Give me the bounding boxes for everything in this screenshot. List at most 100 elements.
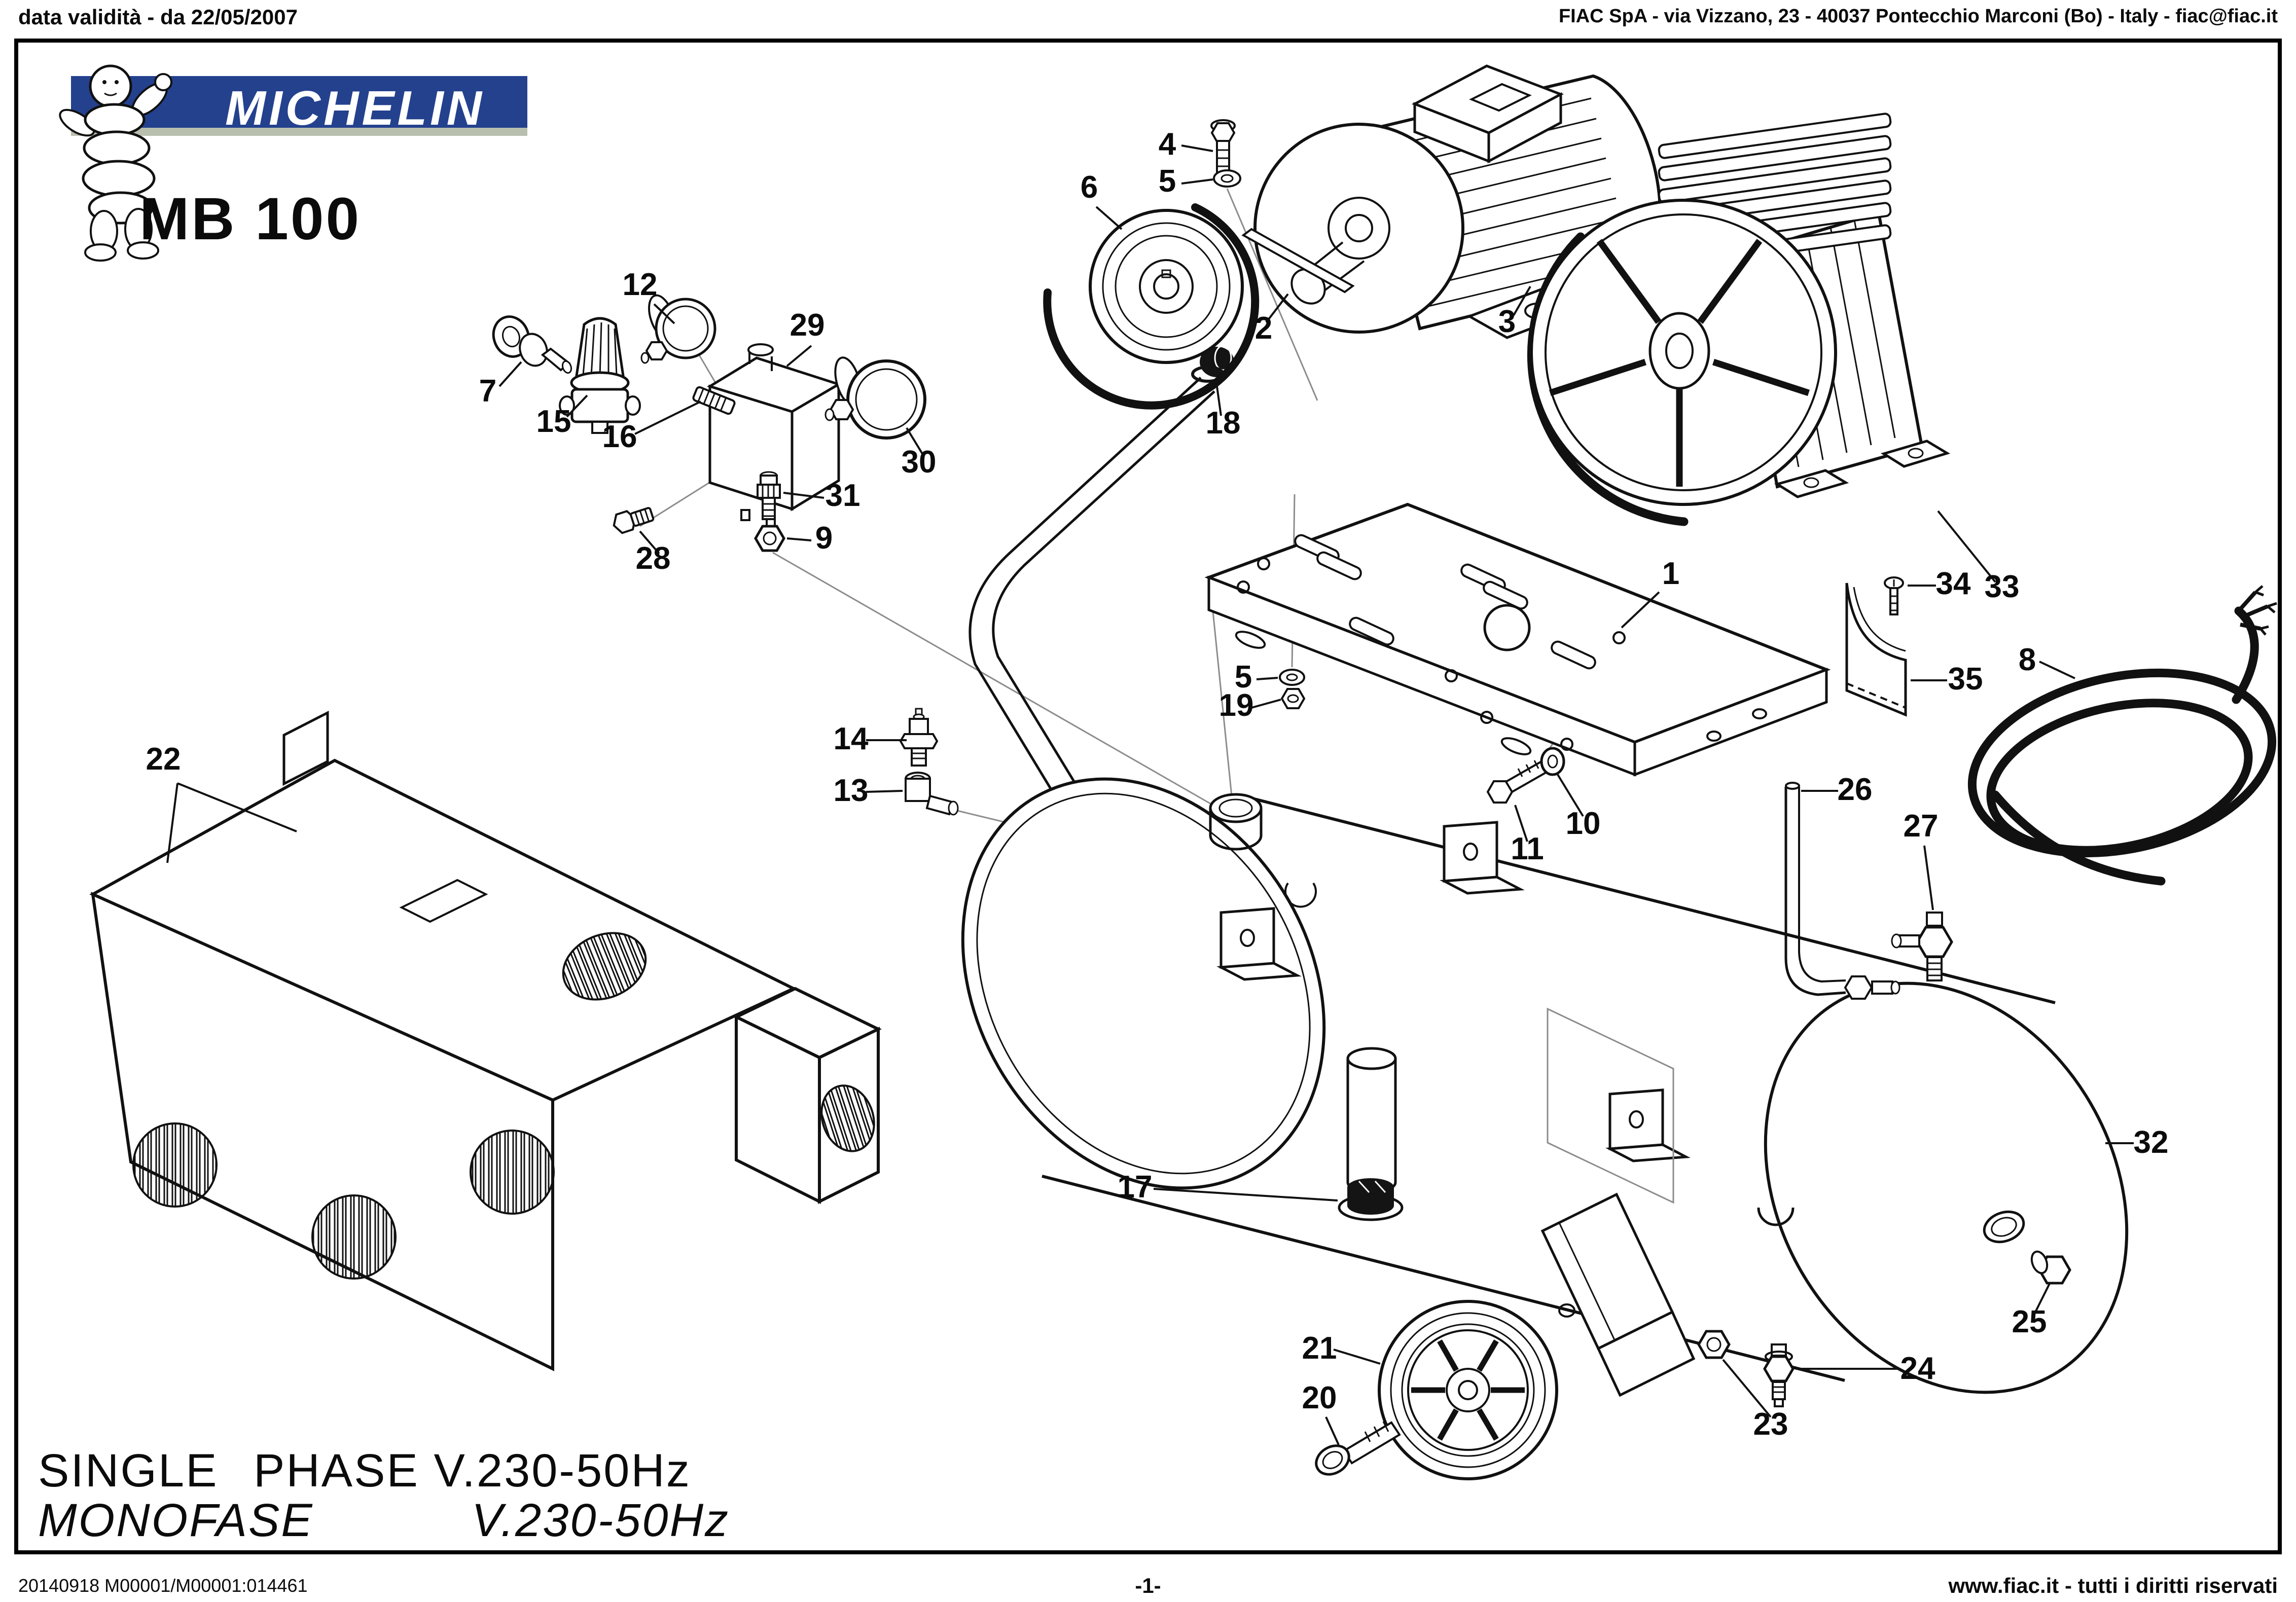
tank-coupling-ring: [1983, 1210, 2025, 1244]
page-number: -1-: [1135, 1574, 1161, 1597]
hex-plug: [613, 507, 655, 534]
page-header: data validità - da 22/05/2007 FIAC SpA -…: [18, 5, 2278, 29]
part-label: 17: [1118, 1170, 1153, 1205]
lock-nut: [1280, 688, 1306, 709]
tank-port-collar: [1209, 793, 1263, 851]
part-label: 18: [1206, 406, 1241, 441]
axle-bolt: [1315, 1421, 1401, 1476]
part-label: 5: [1235, 660, 1252, 695]
part-label: 15: [536, 404, 571, 439]
guard-bracket: [1845, 582, 1907, 717]
belt: [1043, 203, 1260, 410]
tank-plug: [2030, 1250, 2071, 1285]
part-label: 12: [623, 267, 658, 302]
part-label: 19: [1219, 688, 1254, 723]
brand-name: MICHELIN: [225, 81, 485, 135]
spec-line1-rest: PHASE V.230-50Hz: [254, 1445, 691, 1497]
part-label: 27: [1904, 809, 1939, 844]
pressure-regulator: [559, 317, 641, 434]
part-label: 21: [1302, 1331, 1337, 1366]
spec-line2-word: MONOFASE: [38, 1495, 314, 1546]
drawing-border: [14, 39, 2282, 1554]
quick-coupler: [492, 315, 572, 374]
pump-unit: [1527, 113, 1951, 526]
spec-line1-word: SINGLE: [38, 1445, 218, 1497]
tank-end: [1764, 981, 2129, 1394]
plate-slots: [1294, 534, 1596, 670]
tank-bracket: [1216, 821, 1691, 1204]
guard-screw: [1884, 576, 1904, 615]
pressure-gauge-large: [824, 356, 926, 440]
switch-fitting: [757, 471, 781, 520]
part-label: 35: [1948, 662, 1983, 697]
motor-bolt: [1210, 119, 1236, 174]
part-label: 5: [1159, 164, 1176, 199]
flywheel: [1530, 199, 1837, 506]
tank-hook: [1757, 1207, 1795, 1226]
tank-washer: [1540, 747, 1565, 776]
phase-spec: SINGLE PHASE V.230-50Hz MONOFASE V.230-5…: [38, 1445, 730, 1546]
drain-valve: [1763, 1343, 1795, 1407]
model-name: MB 100: [139, 186, 361, 252]
part-label: 29: [790, 308, 825, 343]
copyright-note: www.fiac.it - tutti i diritti riservati: [1948, 1574, 2278, 1597]
drain-nut: [1697, 1330, 1731, 1359]
electric-motor: [1253, 64, 1675, 339]
part-label: 9: [815, 521, 833, 556]
part-label: 25: [2012, 1304, 2047, 1339]
washer: [1213, 169, 1241, 188]
part-label: 31: [826, 478, 860, 513]
spec-line2-rest: V.230-50Hz: [472, 1495, 730, 1546]
part-label: 23: [1753, 1407, 1788, 1442]
part-label: 3: [1498, 304, 1516, 339]
hex-nut: [754, 525, 785, 552]
belt-guard: [89, 710, 882, 1371]
part-label: 24: [1900, 1351, 1935, 1386]
page-footer: 20140918 M00001/M00001:014461 -1- www.fi…: [18, 1574, 2278, 1597]
michelin-logo: MICHELIN MB 100: [59, 64, 527, 262]
rubber-foot: [1338, 1178, 1404, 1221]
part-label: 6: [1081, 170, 1098, 205]
part-labels: 4 5 6 2 3 33 34 35 8 1 12 29 7 15 16 30 …: [146, 127, 2169, 1445]
drain-tube: [1784, 782, 1900, 1000]
part-label: 20: [1302, 1380, 1337, 1415]
pressure-gauge-small: [640, 294, 716, 364]
wheel-leg: [1540, 1192, 1696, 1397]
part-label: 22: [146, 742, 181, 777]
part-label: 11: [1511, 831, 1544, 866]
safety-valve: [899, 708, 939, 767]
document-code: 20140918 M00001/M00001:014461: [18, 1575, 308, 1596]
part-label: 26: [1838, 772, 1873, 807]
wheel: [1378, 1300, 1558, 1480]
company-address: FIAC SpA - via Vizzano, 23 - 40037 Ponte…: [1559, 6, 2278, 27]
power-cable: [1967, 585, 2277, 886]
handle-tube: [968, 377, 1215, 945]
part-label: 28: [636, 541, 671, 576]
tank-bolt: [1486, 760, 1549, 804]
part-label: 34: [1936, 566, 1971, 601]
part-label: 7: [479, 374, 496, 409]
part-label: 8: [2019, 642, 2036, 677]
logo-banner-strip: [71, 128, 527, 136]
air-tank: [961, 777, 2129, 1394]
motor-pulley: [1089, 209, 1244, 364]
part-label: 10: [1566, 806, 1601, 841]
vent-grilles: [132, 932, 875, 1280]
elbow-fitting: [905, 772, 959, 816]
check-valve: [1891, 912, 1953, 981]
part-label: 13: [834, 773, 869, 808]
washer: [1279, 669, 1305, 686]
part-label: 30: [902, 445, 937, 480]
part-label: 32: [2134, 1125, 2169, 1160]
bibendum-icon: [59, 64, 172, 262]
validity-date: data validità - da 22/05/2007: [18, 5, 298, 29]
base-plate: [1204, 502, 1831, 777]
part-label: 14: [834, 721, 869, 756]
part-label: 33: [1985, 569, 2020, 604]
part-label: 16: [602, 419, 637, 454]
part-label: 4: [1159, 127, 1176, 162]
shaft-key: [1241, 228, 1355, 294]
nipple-fitting: [692, 386, 736, 415]
